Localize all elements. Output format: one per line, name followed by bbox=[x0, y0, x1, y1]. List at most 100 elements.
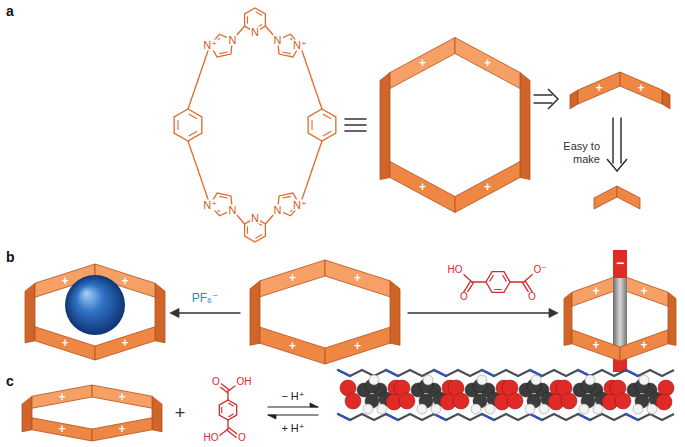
chevron-piece bbox=[594, 186, 640, 209]
arrow-head bbox=[170, 309, 179, 318]
atom-label: O⁻ bbox=[532, 265, 547, 275]
imidazolium-strip bbox=[455, 38, 520, 89]
equivalence-sign bbox=[345, 119, 366, 131]
nitrogen-stick bbox=[530, 414, 542, 420]
phenylene-strip bbox=[390, 281, 400, 345]
charge-sign: + bbox=[419, 181, 426, 193]
panel-letter: a bbox=[6, 4, 14, 18]
phenylene-strip bbox=[25, 283, 35, 343]
bond bbox=[189, 114, 197, 118]
phenylene-strip bbox=[380, 73, 390, 180]
phenylene-strip bbox=[250, 281, 260, 345]
hydrogen-atom bbox=[531, 375, 541, 385]
macrocycle-sticks bbox=[338, 370, 674, 376]
equivalence-bar bbox=[345, 118, 366, 120]
imidazolium-strip bbox=[455, 162, 520, 213]
bond bbox=[227, 430, 236, 437]
hydrogen-atom bbox=[539, 404, 549, 414]
hydrogen-atom bbox=[377, 404, 387, 414]
oxygen-atom bbox=[399, 393, 415, 409]
phenylene-strip bbox=[570, 90, 578, 109]
terephthalate-structure bbox=[462, 272, 534, 294]
hydrogen-atom bbox=[647, 404, 657, 414]
atom-label: N⁺ bbox=[202, 200, 218, 211]
hydrogen-atom bbox=[363, 404, 373, 414]
hydrogen-atom bbox=[579, 404, 589, 414]
terephthalic-acid-structure bbox=[218, 383, 238, 438]
bond bbox=[221, 407, 222, 412]
charge-sign: + bbox=[640, 339, 647, 351]
bond bbox=[503, 275, 506, 281]
atom-label: N⁺ bbox=[292, 200, 308, 211]
imidazolium-strip bbox=[617, 186, 640, 209]
hydrogen-atom bbox=[471, 404, 481, 414]
charge-sign: − bbox=[616, 256, 624, 270]
arrow-line bbox=[408, 312, 551, 313]
bond bbox=[525, 281, 532, 292]
hydrogen-atom bbox=[431, 404, 441, 414]
arrow-line bbox=[177, 312, 240, 313]
phenylene-strip bbox=[520, 73, 530, 180]
reaction-label: − H⁺ bbox=[280, 391, 305, 402]
atom-label: N⁺ bbox=[202, 39, 218, 50]
charge-sign: + bbox=[61, 275, 68, 287]
hydrogen-atom bbox=[639, 375, 649, 385]
bond bbox=[534, 102, 552, 104]
bond bbox=[188, 80, 198, 109]
bond bbox=[247, 227, 248, 234]
bond bbox=[312, 80, 322, 109]
nitrogen-stick bbox=[578, 414, 590, 420]
retrosynthesis-arrow bbox=[534, 89, 558, 109]
charge-sign: + bbox=[484, 57, 491, 69]
molecular-box bbox=[250, 260, 400, 364]
imidazolium-strip bbox=[35, 327, 95, 360]
phenylene-strip bbox=[662, 90, 670, 109]
charge-sign: + bbox=[592, 339, 599, 351]
oxygen-atom bbox=[658, 380, 674, 396]
hydrogen-atom bbox=[593, 404, 603, 414]
imidazolium-strip bbox=[620, 275, 668, 306]
bond bbox=[612, 118, 614, 163]
charge-sign: + bbox=[121, 275, 128, 287]
plus-sign: + bbox=[174, 404, 187, 422]
charge-sign: + bbox=[61, 337, 68, 349]
hydrogen-atom bbox=[485, 404, 495, 414]
bond bbox=[256, 235, 262, 238]
atom-label: N bbox=[250, 213, 260, 224]
ring-bond bbox=[486, 272, 510, 293]
hydrogen-atom bbox=[633, 404, 643, 414]
imidazolium-strip bbox=[325, 260, 390, 297]
nitrogen-stick bbox=[626, 414, 638, 420]
bond bbox=[312, 141, 322, 170]
phenylene-strip bbox=[152, 396, 162, 432]
oxygen-atom bbox=[561, 393, 577, 409]
nitrogen-stick bbox=[386, 414, 398, 420]
atom-label: O bbox=[527, 292, 537, 302]
charge-sign: + bbox=[419, 57, 426, 69]
bond bbox=[464, 281, 471, 292]
oxygen-atom bbox=[453, 393, 469, 409]
equivalence-bar bbox=[345, 124, 366, 126]
bond bbox=[472, 281, 486, 282]
bond bbox=[188, 141, 198, 170]
bond bbox=[311, 121, 312, 130]
imidazolium-strip bbox=[572, 330, 620, 361]
atom-label: OH bbox=[236, 377, 253, 387]
half-box-strip bbox=[570, 72, 670, 109]
bond bbox=[620, 118, 622, 163]
panel-letter: c bbox=[6, 374, 14, 388]
charge-sign: + bbox=[484, 181, 491, 193]
hydrogen-atom bbox=[525, 404, 535, 414]
charge-sign: + bbox=[640, 285, 647, 297]
carboxylate-end bbox=[613, 250, 627, 278]
imidazolium-strip bbox=[620, 72, 662, 104]
imidazolium-strip bbox=[92, 418, 152, 441]
charge-sign: + bbox=[289, 272, 296, 284]
atom-label: N bbox=[227, 35, 237, 46]
phenylene-strip bbox=[22, 396, 32, 432]
bond bbox=[256, 12, 262, 15]
hydrogen-bonded-chain bbox=[338, 370, 674, 420]
imidazolium-strip bbox=[390, 38, 455, 89]
charge-sign: + bbox=[118, 423, 125, 435]
